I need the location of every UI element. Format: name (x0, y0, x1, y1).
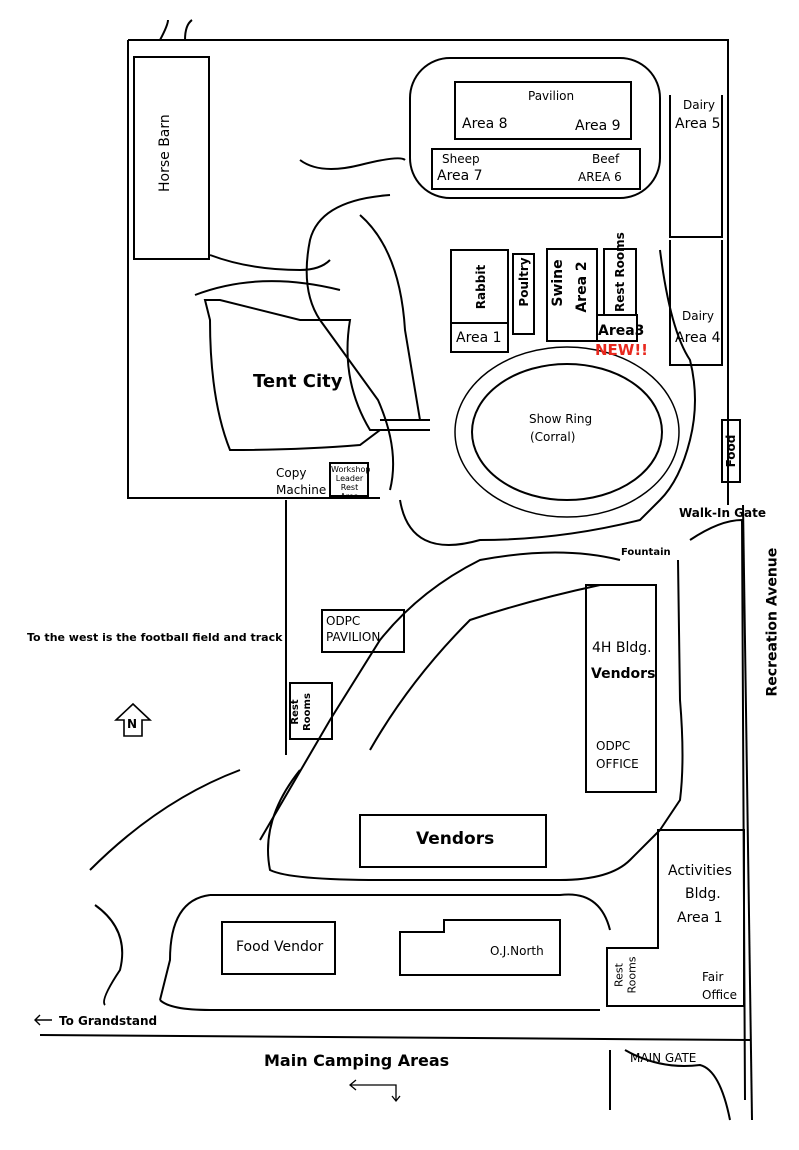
sheep-beef-building (431, 148, 641, 190)
food-vendor-label: Food Vendor (236, 939, 324, 955)
tent-city-label: Tent City (253, 371, 343, 392)
road-bottom-loop (159, 893, 611, 1011)
road-lower-loop (267, 769, 661, 881)
restroom-left-building (289, 682, 333, 740)
activities-bldg-label: Bldg. (685, 886, 721, 902)
area1-top-box (450, 322, 509, 353)
pavilion-building (454, 81, 632, 140)
road-recreation (742, 504, 753, 1121)
show-ring-label: Show Ring (529, 412, 593, 426)
road-east-vertical (659, 559, 684, 831)
road-east-vertical-b (689, 518, 746, 1101)
show-ring (471, 363, 663, 501)
pavilion-label: Pavilion (528, 89, 575, 103)
road-ring-link (380, 419, 430, 431)
down-arrow-icon (348, 1079, 401, 1103)
new-badge: NEW!! (595, 341, 649, 359)
food-stand (721, 419, 741, 483)
activities-building (606, 829, 745, 1007)
poultry-building (512, 253, 535, 335)
area8-label: Area 8 (462, 116, 508, 132)
workshop-box (329, 462, 369, 497)
road-around-ring (399, 249, 696, 546)
road-tentcity-outer (194, 280, 341, 296)
horse-barn-label: Horse Barn (157, 114, 173, 192)
main-camping-label: Main Camping Areas (264, 1051, 450, 1070)
pavilion-loop-road (409, 57, 661, 199)
road-inner-loop (305, 194, 395, 491)
road-south-b (94, 904, 124, 1006)
left-arrow-icon (34, 1014, 52, 1026)
food-label: Food (724, 434, 738, 468)
road-south (39, 1034, 751, 1041)
horse-barn-road (159, 19, 193, 41)
recreation-avenue-label: Recreation Avenue (764, 547, 781, 697)
area9-label: Area 9 (575, 118, 621, 134)
road-inner-loop-b (359, 214, 421, 421)
rest-rooms-bottom-label: Rest Rooms (612, 956, 639, 994)
area7-label: Area 7 (437, 168, 483, 184)
road-lower-west (89, 769, 241, 871)
road-diagonal (259, 551, 621, 841)
fair-office-label: Fair Office (702, 970, 738, 1002)
fountain-label: Fountain (621, 547, 671, 558)
area2-label: Area 2 (574, 261, 590, 313)
vendors-label: Vendors (416, 829, 495, 849)
main-gate-label: MAIN GATE (630, 1051, 697, 1065)
fourh-bldg-label: 4H Bldg. (592, 640, 652, 656)
west-boundary (127, 40, 380, 499)
rest-rooms-top-label: Rest Rooms (613, 232, 627, 312)
area6-label: AREA 6 (578, 170, 622, 184)
oj-north-building (399, 919, 561, 976)
to-grandstand-label: To Grandstand (59, 1014, 158, 1028)
oj-north-label: O.J.North (490, 944, 544, 958)
odpc-pavilion-label: ODPC PAVILION (326, 614, 381, 644)
outer-boundary (128, 39, 729, 505)
swine-building (546, 248, 598, 342)
road-gate (609, 1049, 731, 1121)
swine-label: Swine (550, 259, 566, 307)
road-north (299, 157, 406, 170)
north-label: N (127, 717, 138, 731)
dairy-barn-5 (669, 95, 723, 238)
rest-rooms-left-label: Rest Rooms (290, 693, 313, 731)
vendors-building (359, 814, 547, 868)
dairy-bottom-label: Dairy (682, 309, 714, 323)
area4-label: Area 4 (675, 330, 721, 346)
north-arrow-icon (113, 702, 153, 737)
workshop-label: Workshop Leader Rest Area (331, 465, 371, 501)
rabbit-label: Rabbit (474, 264, 488, 310)
show-ring-outer (454, 346, 680, 518)
copy-machine-label: Copy Machine (276, 466, 327, 497)
horse-barn-building (133, 56, 210, 260)
poultry-label: Poultry (517, 257, 531, 307)
dairy-top-label: Dairy (683, 98, 715, 112)
road-diagonal-b (369, 584, 601, 751)
sheep-label: Sheep (442, 152, 480, 166)
fourh-building (585, 584, 657, 793)
activities-area1-label: Area 1 (677, 910, 723, 926)
odpc-pavilion-building (321, 609, 405, 653)
area5-label: Area 5 (675, 116, 721, 132)
corral-label: (Corral) (530, 430, 576, 444)
area1-top-label: Area 1 (456, 330, 502, 346)
activities-label: Activities (668, 863, 732, 879)
food-vendor-building (221, 921, 336, 975)
dairy-barn-4 (669, 240, 723, 366)
beef-label: Beef (592, 152, 620, 166)
west-note-label: To the west is the football field and tr… (27, 631, 283, 644)
area3-label: Area3 (598, 323, 645, 339)
road-west (209, 254, 331, 272)
fourh-vendors-label: Vendors (591, 666, 656, 682)
odpc-office-label: ODPC OFFICE (596, 739, 639, 771)
road-tentcity (203, 299, 383, 452)
area3-building (596, 314, 638, 342)
walk-in-gate-label: Walk-In Gate (679, 506, 766, 520)
